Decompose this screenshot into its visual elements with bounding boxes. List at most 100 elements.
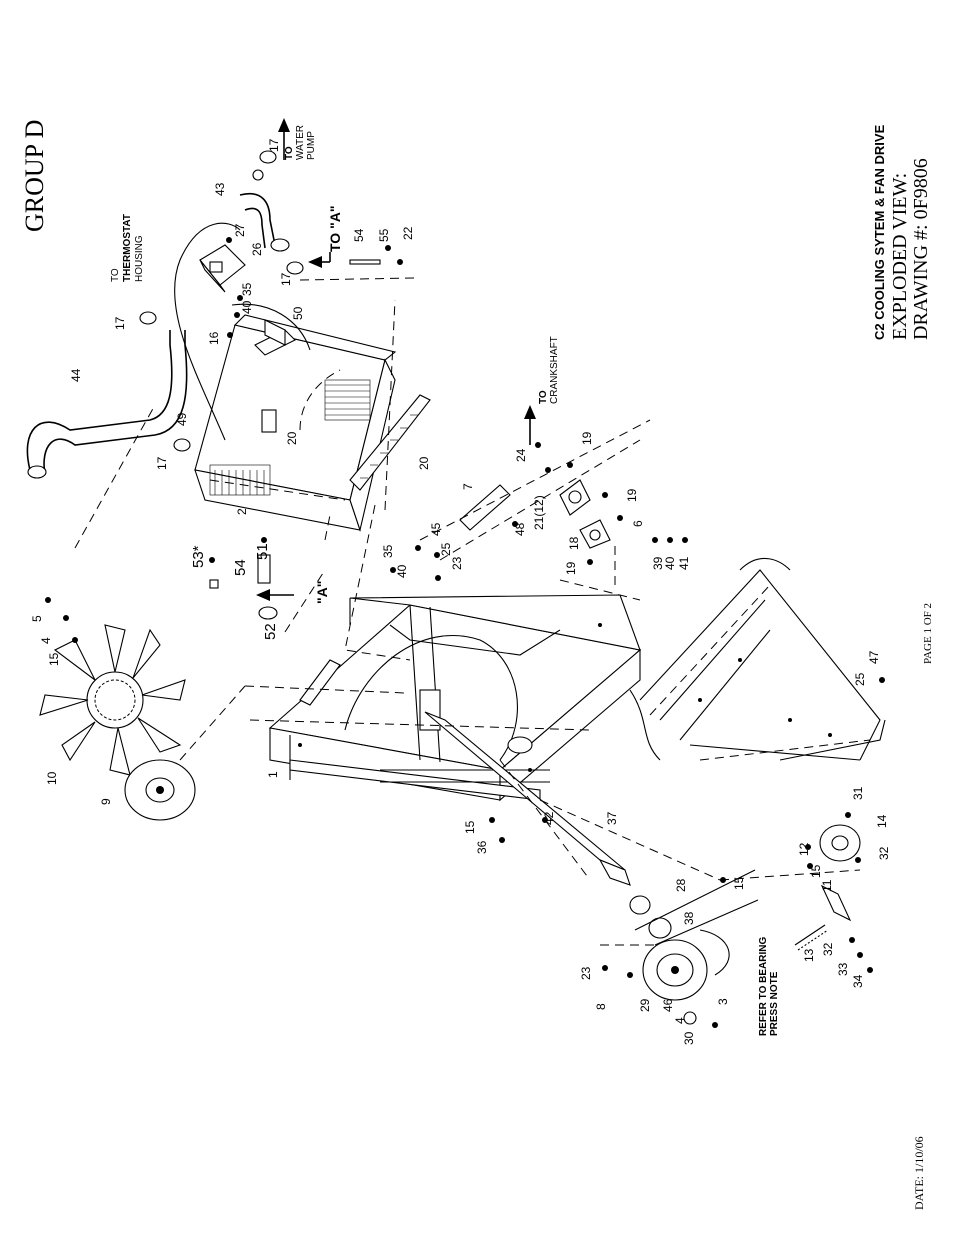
part-label: 54 xyxy=(352,228,366,242)
part-label: 25 xyxy=(853,672,867,686)
support-plate-7 xyxy=(459,484,511,531)
part-label: 22 xyxy=(401,226,415,240)
fan-pulley xyxy=(124,759,196,821)
callout-to-water-pump-line3: PUMP xyxy=(306,131,317,160)
crank-mount xyxy=(559,479,611,549)
part-label: 1 xyxy=(266,771,280,778)
idler-assembly xyxy=(209,259,381,620)
part-label: 10 xyxy=(45,771,59,785)
part-label: 2 xyxy=(235,508,249,515)
part-label: 26 xyxy=(250,242,264,256)
callout-bearing-note-line1: REFER TO BEARING xyxy=(758,937,769,1036)
leader-lines xyxy=(74,277,861,946)
part-label: 15 xyxy=(809,864,823,878)
tensioner-arm-11 xyxy=(820,884,852,922)
callout-to-water-pump-line2: WATER xyxy=(295,125,306,160)
bearing-28 xyxy=(629,895,651,915)
sensor-wire xyxy=(231,303,311,351)
part-label: 23 xyxy=(450,556,464,570)
part-label: 25 xyxy=(439,542,453,556)
part-label: 4 xyxy=(673,1017,687,1024)
part-label: 28 xyxy=(674,878,688,892)
part-label: 30 xyxy=(682,1031,696,1045)
part-label: 27 xyxy=(233,223,247,237)
part-label: 5 xyxy=(30,615,44,622)
washer-46 xyxy=(683,1011,697,1025)
fastener-dots xyxy=(45,237,885,1028)
part-label: 44 xyxy=(69,368,83,382)
idler-pulley-14 xyxy=(819,824,861,862)
part-label: 42 xyxy=(542,811,556,825)
part-label: 12 xyxy=(797,842,811,856)
callout-to-crankshaft-line1: TO xyxy=(538,390,549,404)
part-label: 55 xyxy=(377,228,391,242)
callout-a-marker: "A" xyxy=(314,581,330,604)
part-label: 48 xyxy=(513,522,527,536)
callout-bearing-note-line2: PRESS NOTE xyxy=(769,971,780,1036)
part-label: 40 xyxy=(395,564,409,578)
part-label: 20 xyxy=(417,456,431,470)
part-label: 20 xyxy=(285,431,299,445)
drive-belt-3 xyxy=(699,929,730,976)
part-label: 6 xyxy=(631,520,645,527)
part-label: 19 xyxy=(625,488,639,502)
callout-texts: TO THERMOSTAT HOUSING TO WATER PUMP TO "… xyxy=(110,125,780,1036)
callout-to-crankshaft-line2: CRANKSHAFT xyxy=(549,336,560,404)
part-label: 46 xyxy=(661,998,675,1012)
part-label: 49 xyxy=(175,412,189,426)
part-label: 39 xyxy=(651,556,665,570)
overflow-tube xyxy=(174,222,241,441)
part-label: 24 xyxy=(514,448,528,462)
part-label: 53* xyxy=(190,545,207,568)
part-label: 33 xyxy=(836,962,850,976)
callout-to-thermostat-line2: THERMOSTAT xyxy=(122,214,133,282)
part-label: 38 xyxy=(682,911,696,925)
part-label: 35 xyxy=(381,544,395,558)
upper-hose xyxy=(26,311,191,479)
fan-blade xyxy=(39,624,186,776)
part-label: 17 xyxy=(267,138,281,152)
part-label: 54 xyxy=(232,559,249,576)
part-label: 45 xyxy=(429,522,443,536)
part-labels: 17 44 16 49 17 2 20 20 50 35 40 26 27 43… xyxy=(30,138,891,1045)
part-label: 15 xyxy=(463,820,477,834)
part-label: 19 xyxy=(564,561,578,575)
part-label: 32 xyxy=(877,846,891,860)
radiator-core xyxy=(194,314,431,533)
overflow-tank xyxy=(199,244,246,293)
radiator-frame xyxy=(268,594,642,802)
part-label: 40 xyxy=(663,556,677,570)
callout-to-water-pump-line1: TO xyxy=(284,146,295,160)
part-label: 19 xyxy=(580,431,594,445)
base-skid xyxy=(629,557,886,761)
part-label: 11 xyxy=(820,879,834,892)
part-label: 8 xyxy=(594,1003,608,1010)
part-label: 32 xyxy=(821,942,835,956)
callout-to-thermostat-line1: TO xyxy=(110,268,121,282)
part-label: 17 xyxy=(155,456,169,470)
fan-shaft xyxy=(424,711,631,886)
part-label: 3 xyxy=(716,998,730,1005)
callout-to-a: TO "A" xyxy=(327,206,343,252)
mount-bracket xyxy=(254,319,296,356)
part-label: 17 xyxy=(113,316,127,330)
part-label: 35 xyxy=(240,282,254,296)
lower-hose xyxy=(239,150,304,275)
part-label: 36 xyxy=(475,840,489,854)
part-label: 7 xyxy=(461,483,475,490)
part-label: 37 xyxy=(605,811,619,825)
part-label: 13 xyxy=(802,948,816,962)
part-label: 50 xyxy=(291,306,305,320)
part-label: 14 xyxy=(875,814,889,828)
part-label: 47 xyxy=(867,650,881,664)
part-label: 4 xyxy=(39,637,53,644)
part-label: 18 xyxy=(567,536,581,550)
tension-spring-13 xyxy=(794,924,826,946)
part-label: 17 xyxy=(279,272,293,286)
part-label: 41 xyxy=(677,556,691,570)
part-label: 21(12) xyxy=(532,495,546,530)
part-label: 52 xyxy=(262,623,279,640)
part-label: 15 xyxy=(732,876,746,890)
